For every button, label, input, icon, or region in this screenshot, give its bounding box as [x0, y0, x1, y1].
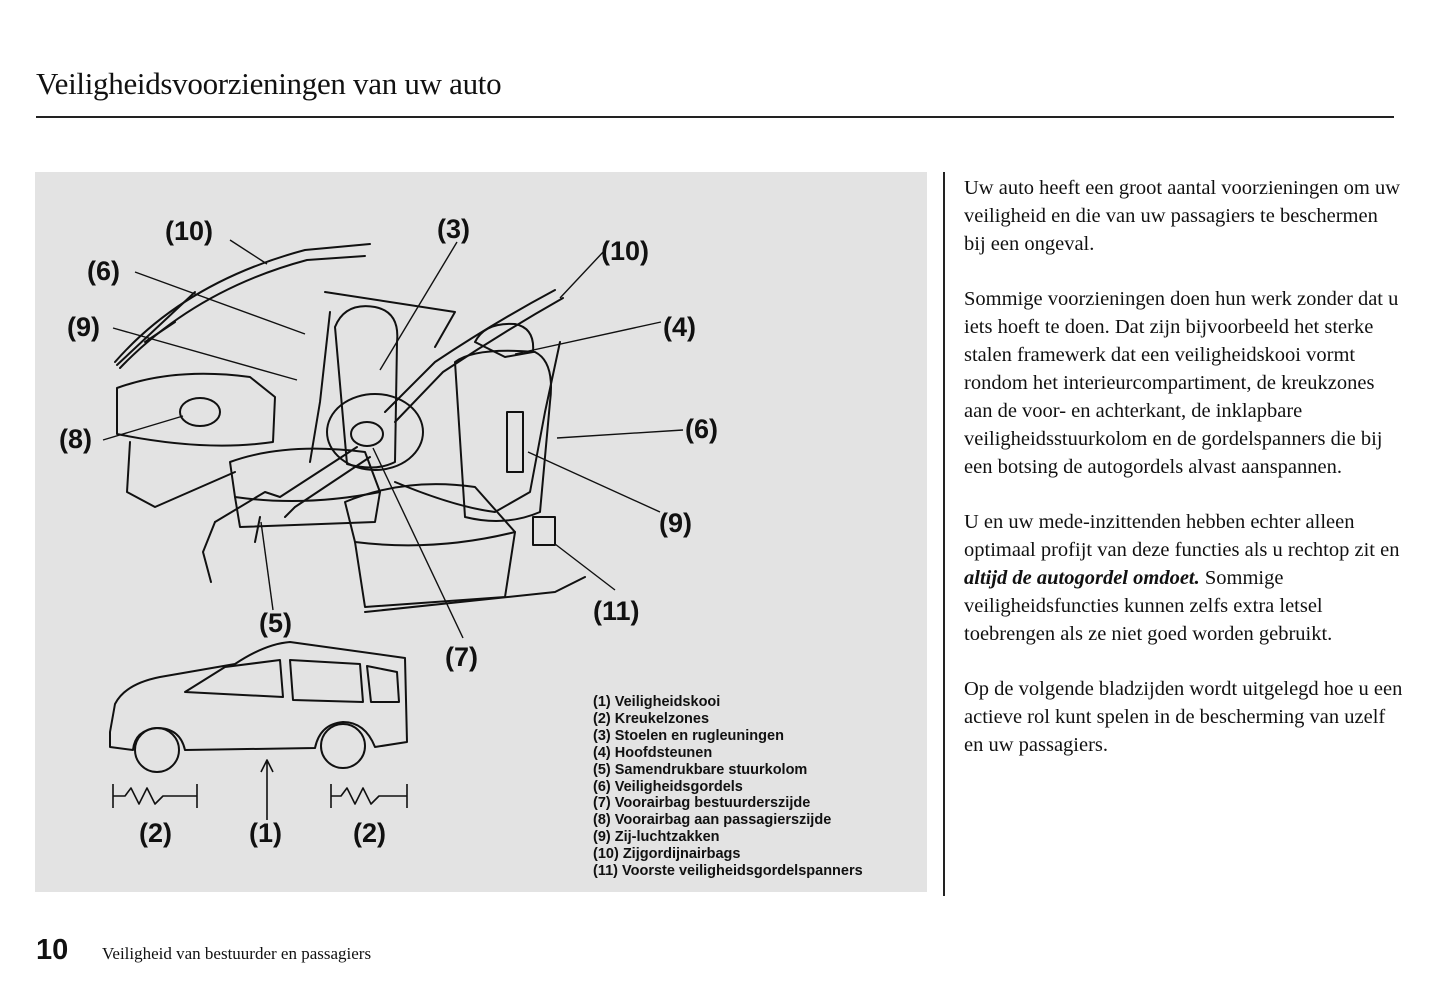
leader-6b — [556, 429, 684, 439]
legend-item: (2) Kreukelzones — [593, 710, 710, 727]
safety-features-illustration: (10) (6) (9) (8) (3) (10) (4) (6) (9) (1… — [35, 172, 927, 892]
callout-4: (4) — [663, 312, 696, 342]
callout-9-left: (9) — [67, 312, 100, 342]
rear-wheel — [320, 723, 366, 769]
leader-8 — [102, 415, 184, 441]
leader-10a — [229, 239, 268, 265]
car-windows — [184, 659, 400, 703]
paragraph-text: Sommige veiligheidsfuncties kunnen zelfs… — [964, 567, 1333, 645]
legend-item: (10) Zijgordijnairbags — [593, 846, 741, 863]
leader-3 — [379, 241, 458, 371]
passenger-dash — [116, 372, 276, 447]
title-rule — [36, 116, 1394, 118]
callout-10-left: (10) — [165, 216, 214, 246]
right-seat-back — [454, 349, 552, 522]
legend-item: (4) Hoofdsteunen — [593, 744, 713, 761]
front-wheel — [134, 727, 180, 773]
right-belt — [394, 341, 561, 513]
callout-9-right: (9) — [659, 508, 692, 538]
left-curtain-airbag-rail — [114, 243, 371, 363]
steering-column — [214, 446, 371, 523]
legend-item: (3) Stoelen en rugleuningen — [593, 727, 784, 744]
emphasis-seatbelt: altijd de autogordel omdoet. — [964, 567, 1200, 589]
leader-9b — [527, 451, 661, 513]
floor-line — [364, 576, 586, 613]
left-crumple-spring — [112, 784, 198, 808]
page-number: 10 — [36, 934, 69, 966]
steering-hub-airbag — [350, 421, 384, 447]
footer-section-title: Veiligheid van bestuurder en passagiers — [102, 944, 372, 963]
interior-drawing — [102, 239, 684, 820]
callout-10-right: (10) — [601, 236, 650, 266]
side-airbag-right — [506, 411, 524, 473]
callout-5: (5) — [259, 608, 292, 638]
left-door-panel — [126, 441, 236, 508]
legend-item: (11) Voorste veiligheidsgordelspanners — [593, 863, 863, 880]
legend-item: (8) Voorairbag aan passagierszijde — [593, 812, 832, 829]
leader-9a — [112, 327, 298, 381]
pedal-assembly — [202, 516, 261, 583]
left-belt — [309, 311, 331, 463]
right-window-frame — [324, 291, 456, 348]
right-crumple-spring — [330, 784, 408, 808]
paragraph-intro: Uw auto heeft een groot aantal voorzieni… — [964, 177, 1401, 255]
callout-1: (1) — [249, 818, 282, 848]
legend-item: (7) Voorairbag bestuurderszijde — [593, 795, 811, 812]
steering-wheel — [326, 393, 424, 471]
figure-legend: (1) Veiligheidskooi (2) Kreukelzones (3)… — [593, 694, 863, 880]
right-headrest — [474, 322, 535, 358]
callout-3: (3) — [437, 214, 470, 244]
left-seat-base — [234, 491, 381, 528]
passenger-airbag-module — [179, 397, 221, 427]
legend-item: (6) Veiligheidsgordels — [593, 778, 743, 795]
leader-6a — [134, 271, 306, 335]
paragraph-seatbelt-warning: U en uw mede-inzittenden hebben echter a… — [964, 508, 1404, 648]
callout-11: (11) — [593, 596, 640, 626]
leader-5 — [260, 521, 274, 611]
safety-cage-arrow — [260, 759, 274, 820]
leader-4 — [514, 321, 662, 355]
left-roof-line — [119, 255, 366, 369]
left-seat-cushion — [229, 447, 381, 502]
right-pillar — [394, 297, 564, 423]
page-title: Veiligheidsvoorzieningen van uw auto — [36, 66, 502, 101]
legend-item: (1) Veiligheidskooi — [593, 694, 721, 710]
callout-7: (7) — [445, 642, 478, 672]
leader-11 — [554, 543, 616, 591]
callout-2-rear: (2) — [353, 818, 386, 848]
body-text: Uw auto heeft een groot aantal voorzieni… — [964, 174, 1404, 786]
right-seat-base — [354, 531, 516, 608]
left-seat-back — [334, 305, 399, 469]
column-rule — [943, 172, 945, 896]
leader-10b — [559, 249, 606, 299]
left-window-frame — [116, 291, 196, 366]
paragraph-next-pages: Op de volgende bladzijden wordt uitgeleg… — [964, 678, 1403, 756]
paragraph-passive-features: Sommige voorzieningen doen hun werk zond… — [964, 288, 1399, 478]
legend-item: (9) Zij-luchtzakken — [593, 829, 720, 846]
right-seat-cushion — [344, 483, 516, 547]
leader-7 — [372, 447, 464, 639]
legend-item: (5) Samendrukbare stuurkolom — [593, 761, 808, 778]
paragraph-text: U en uw mede-inzittenden hebben echter a… — [964, 511, 1400, 561]
callout-6-right: (6) — [685, 414, 718, 444]
callout-6-left: (6) — [87, 256, 120, 286]
callout-8: (8) — [59, 424, 92, 454]
belt-pretensioner — [532, 516, 556, 546]
callout-2-front: (2) — [139, 818, 172, 848]
